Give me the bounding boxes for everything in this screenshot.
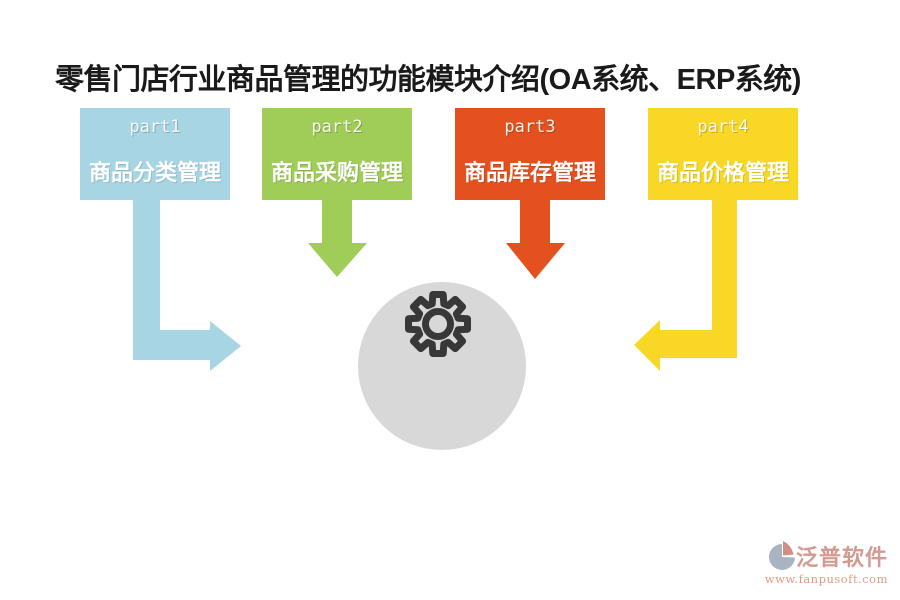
fanpu-watermark: 泛普软件 www.fanpusoft.com — [738, 540, 888, 592]
logo-name: 泛普软件 — [795, 545, 888, 570]
part-number-label: part1 — [129, 117, 181, 137]
part4-arrow — [634, 196, 737, 371]
part1-arrow — [133, 196, 241, 371]
fanpu-logo-icon — [768, 541, 795, 570]
center-hub-circle — [358, 282, 526, 450]
part-number-label: part3 — [504, 117, 556, 137]
part-number-label: part4 — [697, 117, 749, 137]
module-box-part3: part3 商品库存管理 — [455, 108, 605, 200]
page-title: 零售门店行业商品管理的功能模块介绍(OA系统、ERP系统) — [55, 64, 801, 96]
part3-arrow — [506, 196, 565, 279]
module-box-part2: part2 商品采购管理 — [262, 108, 412, 200]
logo-url: www.fanpusoft.com — [764, 572, 888, 586]
module-name-label: 商品库存管理 — [463, 160, 596, 185]
part-number-label: part2 — [311, 117, 363, 137]
module-name-label: 商品分类管理 — [88, 160, 221, 185]
gear-icon — [405, 291, 471, 357]
module-box-part1: part1 商品分类管理 — [80, 108, 230, 200]
module-box-part4: part4 商品价格管理 — [648, 108, 798, 200]
module-name-label: 商品价格管理 — [656, 160, 789, 185]
part2-arrow — [308, 196, 367, 277]
module-name-label: 商品采购管理 — [270, 160, 403, 185]
